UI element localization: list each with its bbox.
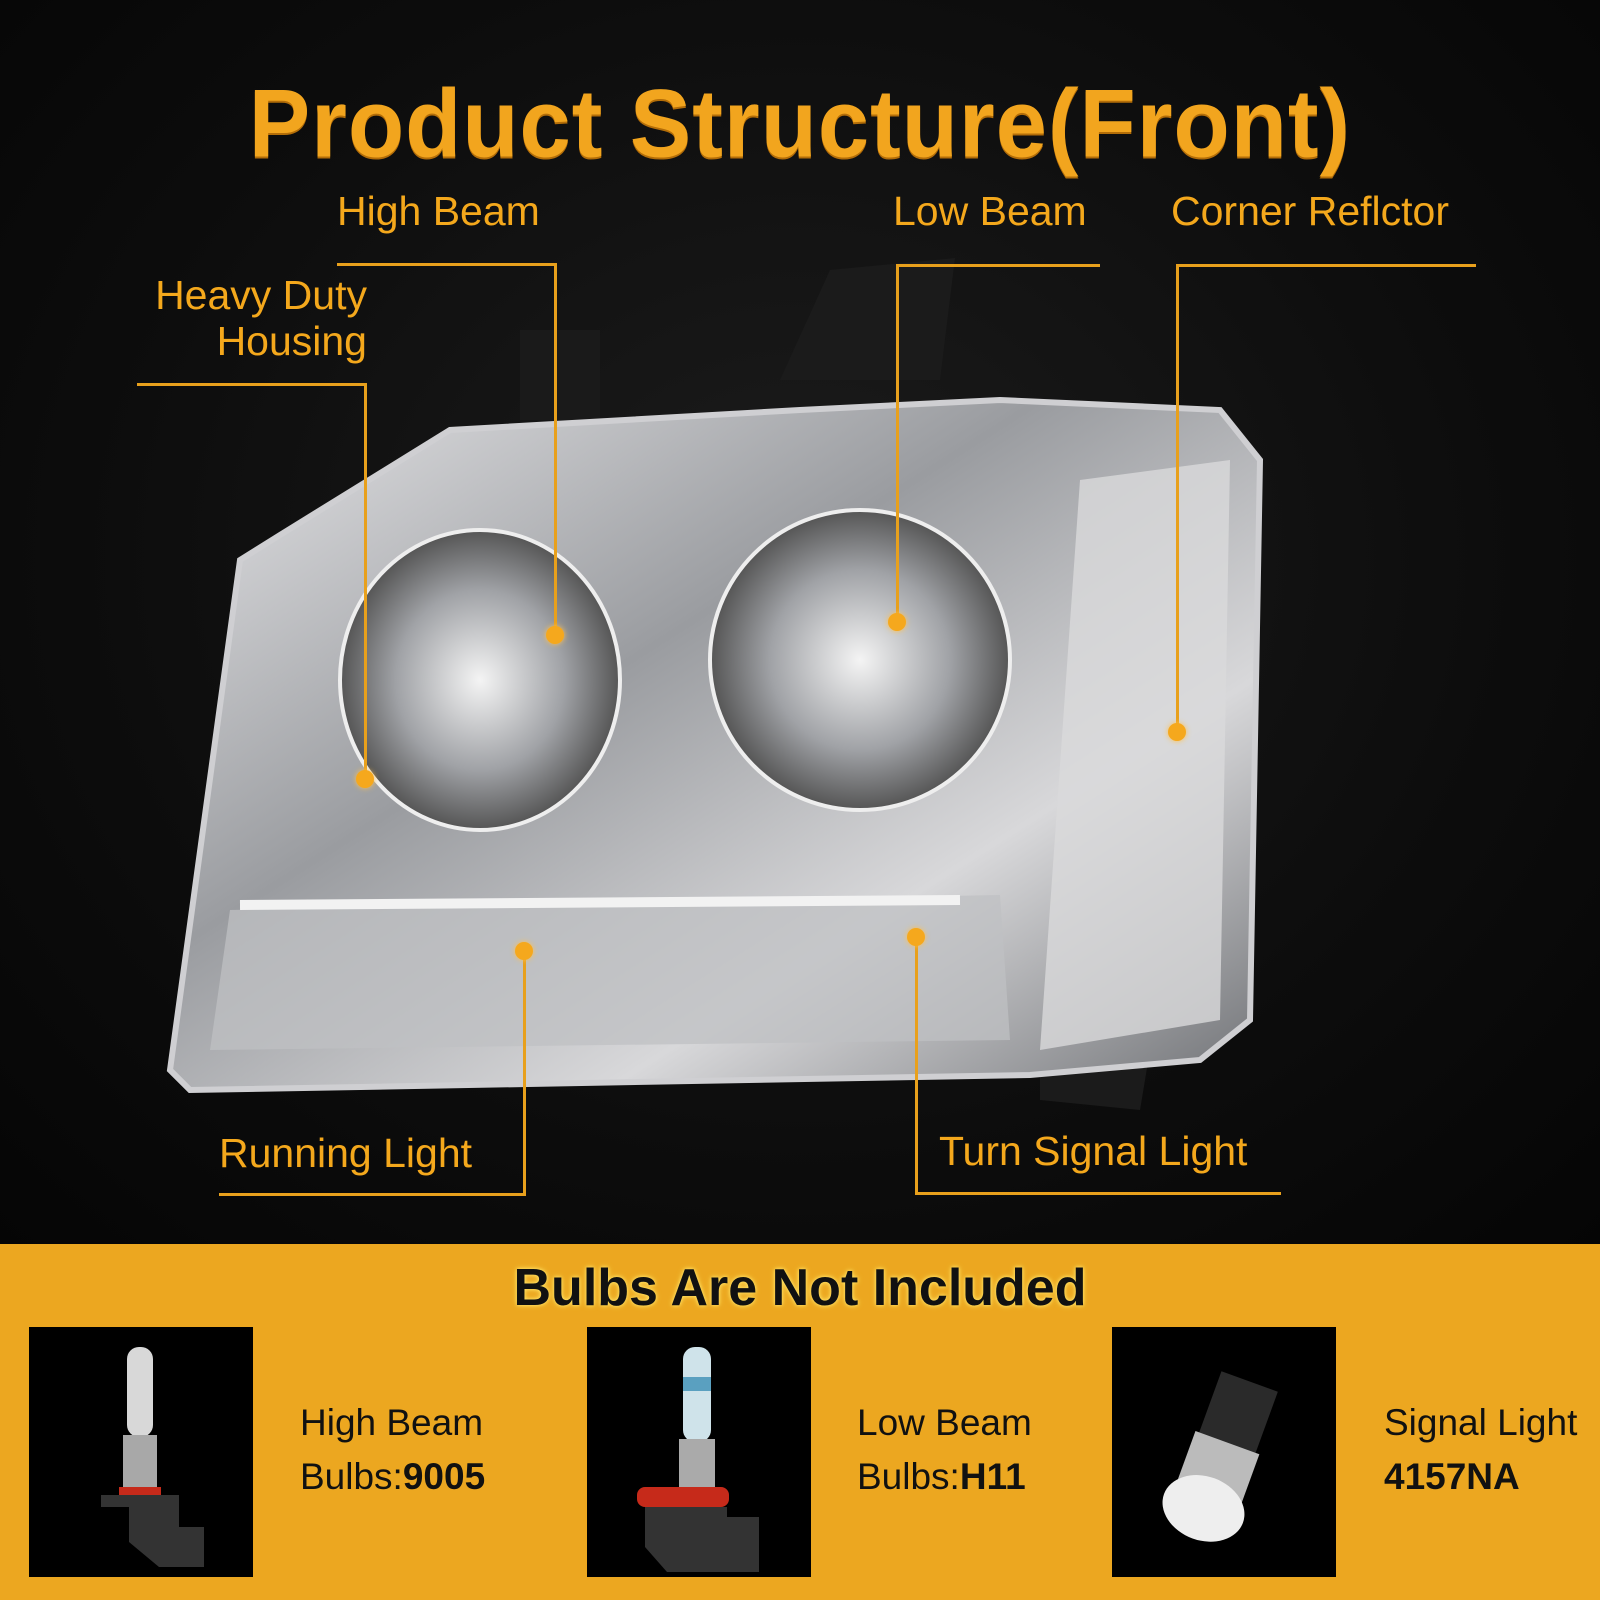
label-low-beam: Low Beam <box>893 188 1087 234</box>
bulb-value: H11 <box>959 1456 1026 1497</box>
leader-high-beam-h <box>337 263 557 266</box>
bulb-spec: 4157NA <box>1384 1450 1577 1504</box>
headlight-image <box>166 258 1264 1110</box>
leader-corner-v <box>1176 264 1179 732</box>
bulbs-heading: Bulbs Are Not Included <box>513 1259 1087 1317</box>
marker-corner <box>1168 723 1186 741</box>
bulb-value: 4157NA <box>1384 1456 1520 1497</box>
marker-high-beam <box>546 626 564 644</box>
leader-low-beam-h <box>896 264 1100 267</box>
bulb-type: Signal Light <box>1384 1402 1578 1443</box>
leader-housing-h <box>137 383 367 386</box>
label-housing-line1: Heavy Duty <box>155 272 367 318</box>
bulb-image-h11 <box>587 1327 811 1577</box>
bulb-value: 9005 <box>402 1456 486 1497</box>
label-housing-line2: Housing <box>216 318 367 364</box>
page-title: Product Structure(Front) <box>248 70 1352 178</box>
bulb-spec: Bulbs:H11 <box>857 1450 1032 1504</box>
bulb-type: Low Beam <box>857 1402 1032 1443</box>
leader-running-v <box>523 951 526 1196</box>
label-high-beam: High Beam <box>337 188 540 234</box>
marker-running <box>515 942 533 960</box>
leader-turn-v <box>915 937 918 1195</box>
bulb-text-signal: Signal Light 4157NA <box>1384 1396 1577 1504</box>
marker-housing <box>356 770 374 788</box>
leader-low-beam-v <box>896 264 899 622</box>
label-running-light: Running Light <box>219 1130 473 1176</box>
label-turn-signal: Turn Signal Light <box>939 1128 1248 1174</box>
leader-housing-v <box>364 383 367 779</box>
leader-running-h <box>219 1193 526 1196</box>
label-heavy-duty-housing: Heavy Duty Housing <box>155 272 367 364</box>
bulb-text-high-beam: High Beam Bulbs:9005 <box>300 1396 485 1504</box>
bulb-prefix: Bulbs: <box>300 1456 403 1497</box>
marker-turn <box>907 928 925 946</box>
leader-turn-h <box>916 1192 1281 1195</box>
bulb-image-4157na <box>1112 1327 1336 1577</box>
bulb-spec: Bulbs:9005 <box>300 1450 485 1504</box>
label-corner-reflector: Corner Reflctor <box>1171 188 1449 234</box>
leader-high-beam-v <box>554 263 557 636</box>
bulb-type: High Beam <box>300 1402 484 1443</box>
bulb-image-9005 <box>29 1327 253 1577</box>
bulb-prefix: Bulbs: <box>857 1456 960 1497</box>
bulb-text-low-beam: Low Beam Bulbs:H11 <box>857 1396 1032 1504</box>
leader-corner-h <box>1176 264 1476 267</box>
marker-low-beam <box>888 613 906 631</box>
